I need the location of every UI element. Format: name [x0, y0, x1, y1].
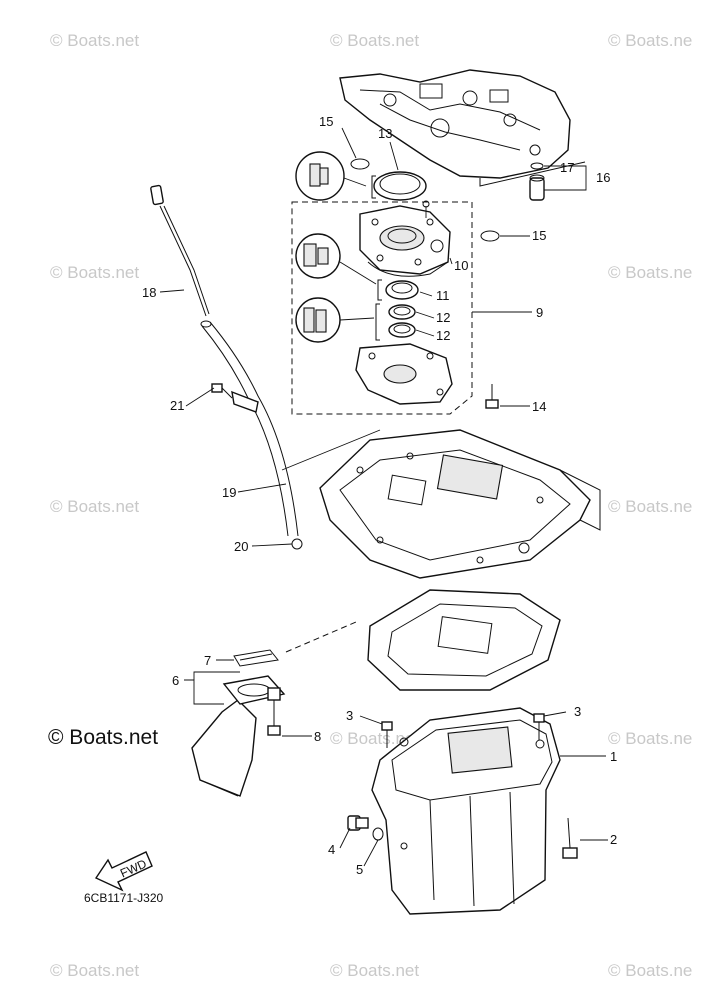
watermark: © Boats.net [330, 31, 419, 50]
leader [281, 429, 381, 471]
watermark: © Boats.net [330, 729, 419, 748]
callout-13: 13 [378, 126, 392, 141]
watermark: © Boats.net [50, 961, 139, 980]
diagram-code: 6CB1171-J320 [84, 891, 163, 905]
bearing-housing-group-outline [291, 201, 473, 415]
lower-bearing-housing [355, 343, 453, 405]
dipstick-tube-19 [200, 320, 299, 537]
callout-labels: 15 13 17 16 15 10 11 12 12 9 14 18 21 19… [142, 114, 617, 877]
watermark: © Boats.net [330, 961, 419, 980]
brand-watermark: © Boats.net [48, 726, 158, 749]
callout-15-side: 15 [532, 228, 546, 243]
bolt-8 [267, 687, 281, 736]
upper-bearing-housing [359, 200, 451, 277]
callout-8: 8 [314, 729, 321, 744]
callout-10: 10 [454, 258, 468, 273]
leader [285, 621, 357, 653]
oil-seal-11 [385, 280, 419, 300]
callout-15-top: 15 [319, 114, 333, 129]
bolt-2 [562, 817, 578, 859]
watermark: © Boats.net [50, 31, 139, 50]
callout-18: 18 [142, 285, 156, 300]
seal-detail-bubble-middle [295, 233, 382, 301]
oil-pan-1 [371, 707, 561, 915]
seal-detail-bubble-top [295, 151, 376, 201]
leader-lines [159, 127, 608, 867]
callout-12-lower: 12 [436, 328, 450, 343]
watermark: © Boats.ne [608, 31, 692, 50]
callout-21: 21 [170, 398, 184, 413]
oil-seal-12-lower [388, 322, 416, 338]
callout-5: 5 [356, 862, 363, 877]
watermark: © Boats.ne [608, 263, 692, 282]
callout-19: 19 [222, 485, 236, 500]
callout-12-upper: 12 [436, 310, 450, 325]
callout-20: 20 [234, 539, 248, 554]
watermark: © Boats.net [50, 263, 139, 282]
callout-17: 17 [560, 160, 574, 175]
gasket [367, 589, 561, 691]
callout-6: 6 [172, 673, 179, 688]
o-ring-20 [291, 538, 303, 550]
bolt-3-right [533, 713, 545, 740]
dipstick-18 [150, 184, 210, 317]
seal-detail-bubble-lower [295, 297, 380, 343]
callout-4: 4 [328, 842, 335, 857]
callout-9: 9 [536, 305, 543, 320]
watermark: © Boats.ne [608, 961, 692, 980]
callout-11: 11 [436, 288, 450, 303]
forward-direction-arrow: FWD [94, 851, 153, 892]
callout-2: 2 [610, 832, 617, 847]
engine-block-illustration [339, 69, 586, 187]
watermark: © Boats.net [50, 497, 139, 516]
bolt-3-left [381, 721, 393, 748]
drain-plug-4 [347, 815, 369, 831]
callout-1: 1 [610, 749, 617, 764]
exhaust-guide-illustration [319, 429, 601, 579]
watermark: © Boats.ne [608, 497, 692, 516]
callout-14: 14 [532, 399, 546, 414]
fwd-label: FWD [118, 856, 149, 880]
watermark: © Boats.ne [608, 729, 692, 748]
oil-seal-13 [373, 171, 427, 201]
gasket-5 [372, 827, 384, 841]
bolt-14 [485, 384, 499, 409]
o-ring-15-top [350, 158, 370, 170]
o-ring-15-side [480, 230, 500, 242]
callout-7: 7 [204, 653, 211, 668]
callout-16: 16 [596, 170, 610, 185]
oil-seal-12-upper [388, 304, 416, 320]
watermark-layer: © Boats.net © Boats.net © Boats.ne © Boa… [48, 31, 692, 980]
callout-3-right: 3 [574, 704, 581, 719]
callout-3-left: 3 [346, 708, 353, 723]
dowel-pin-group [529, 162, 545, 201]
bolt-21 [211, 383, 233, 399]
clip-7 [233, 649, 279, 667]
